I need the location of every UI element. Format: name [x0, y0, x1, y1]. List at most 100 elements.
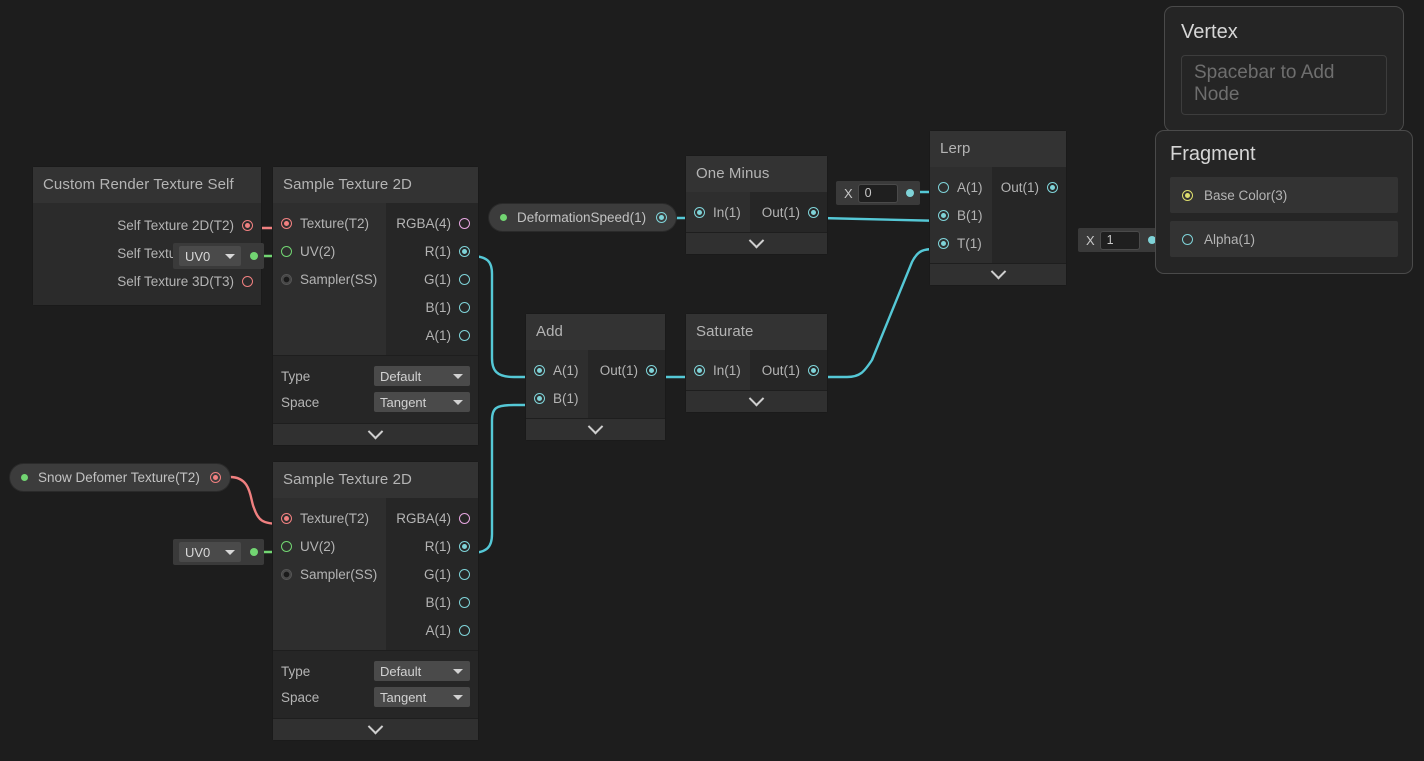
- port-a[interactable]: A(1): [386, 321, 478, 349]
- slot-icon[interactable]: [459, 301, 470, 313]
- slot-icon[interactable]: [281, 540, 292, 552]
- port-in[interactable]: In(1): [686, 198, 750, 226]
- port-self-texture-3d[interactable]: Self Texture 3D(T3): [33, 267, 261, 295]
- slot-icon[interactable]: [242, 275, 253, 287]
- port-texture[interactable]: Texture(T2): [273, 209, 386, 237]
- space-dropdown[interactable]: Tangent: [374, 392, 470, 412]
- slot-icon[interactable]: [281, 245, 292, 257]
- slot-icon[interactable]: [281, 512, 292, 524]
- setting-space[interactable]: Space Tangent: [281, 684, 470, 710]
- uv-dropdown[interactable]: UV0: [179, 246, 241, 266]
- slot-icon[interactable]: [938, 181, 949, 193]
- block-alpha[interactable]: Alpha(1): [1170, 221, 1398, 257]
- slot-icon[interactable]: [656, 212, 668, 223]
- node-sample-texture-2d-bottom[interactable]: Sample Texture 2D Texture(T2) UV(2) Samp…: [273, 462, 478, 740]
- port-texture[interactable]: Texture(T2): [273, 504, 386, 532]
- port-b[interactable]: B(1): [386, 588, 478, 616]
- slot-icon[interactable]: [694, 206, 705, 218]
- slot-icon[interactable]: [808, 206, 819, 218]
- slot-icon[interactable]: [459, 624, 470, 636]
- port-rgba[interactable]: RGBA(4): [386, 209, 478, 237]
- property-deformation-speed[interactable]: DeformationSpeed(1): [489, 204, 677, 231]
- collapse-toggle[interactable]: [686, 232, 827, 254]
- port-uv[interactable]: UV(2): [273, 237, 386, 265]
- port-self-texture-2d[interactable]: Self Texture 2D(T2): [33, 211, 261, 239]
- slot-icon[interactable]: [459, 540, 470, 552]
- slot-icon[interactable]: [808, 364, 819, 376]
- port-a[interactable]: A(1): [930, 173, 992, 201]
- float-value-field[interactable]: 1: [1099, 230, 1140, 250]
- slot-icon[interactable]: [209, 472, 221, 483]
- float-value-field[interactable]: 0: [857, 183, 898, 203]
- node-lerp[interactable]: Lerp A(1) B(1) T(1) Out(1): [930, 131, 1066, 285]
- node-one-minus[interactable]: One Minus In(1) Out(1): [686, 156, 827, 254]
- port-sampler[interactable]: Sampler(SS): [273, 265, 386, 293]
- node-saturate[interactable]: Saturate In(1) Out(1): [686, 314, 827, 412]
- node-add[interactable]: Add A(1) B(1) Out(1): [526, 314, 665, 440]
- collapse-toggle[interactable]: [273, 423, 478, 445]
- float-output-dot[interactable]: [906, 189, 914, 197]
- port-rgba[interactable]: RGBA(4): [386, 504, 478, 532]
- slot-icon[interactable]: [1182, 233, 1193, 245]
- slot-icon[interactable]: [938, 209, 949, 221]
- slot-icon[interactable]: [459, 217, 470, 229]
- slot-icon[interactable]: [459, 273, 470, 285]
- slot-icon[interactable]: [694, 364, 705, 376]
- port-out[interactable]: Out(1): [588, 356, 665, 384]
- slot-icon[interactable]: [534, 392, 545, 404]
- port-r[interactable]: R(1): [386, 532, 478, 560]
- float-output-dot[interactable]: [1148, 236, 1156, 244]
- block-base-color[interactable]: Base Color(3): [1170, 177, 1398, 213]
- node-sample-texture-2d-top[interactable]: Sample Texture 2D Texture(T2) UV(2) Samp…: [273, 167, 478, 445]
- master-stack-vertex[interactable]: Vertex Spacebar to Add Node: [1164, 6, 1404, 132]
- port-in[interactable]: In(1): [686, 356, 750, 384]
- collapse-toggle[interactable]: [273, 718, 478, 740]
- slot-icon[interactable]: [459, 245, 470, 257]
- add-node-hint[interactable]: Spacebar to Add Node: [1181, 55, 1387, 115]
- port-g[interactable]: G(1): [386, 265, 478, 293]
- uv-channel-widget-bottom[interactable]: UV0: [173, 539, 264, 565]
- uv-dropdown[interactable]: UV0: [179, 542, 241, 562]
- slot-icon[interactable]: [534, 364, 545, 376]
- slot-icon[interactable]: [281, 273, 292, 285]
- port-b[interactable]: B(1): [386, 293, 478, 321]
- type-dropdown[interactable]: Default: [374, 661, 470, 681]
- collapse-toggle[interactable]: [526, 418, 665, 440]
- port-uv[interactable]: UV(2): [273, 532, 386, 560]
- port-b[interactable]: B(1): [930, 201, 992, 229]
- type-dropdown[interactable]: Default: [374, 366, 470, 386]
- port-out[interactable]: Out(1): [750, 198, 827, 226]
- uv-output-dot[interactable]: [250, 548, 258, 556]
- slot-icon[interactable]: [281, 217, 292, 229]
- collapse-toggle[interactable]: [686, 390, 827, 412]
- master-stack-fragment[interactable]: Fragment Base Color(3) Alpha(1): [1155, 130, 1413, 274]
- port-g[interactable]: G(1): [386, 560, 478, 588]
- slot-icon[interactable]: [938, 237, 949, 249]
- port-out[interactable]: Out(1): [750, 356, 827, 384]
- float-input-alpha[interactable]: X 1: [1078, 228, 1162, 252]
- port-b[interactable]: B(1): [526, 384, 588, 412]
- slot-icon[interactable]: [459, 512, 470, 524]
- port-out[interactable]: Out(1): [992, 173, 1066, 201]
- uv-channel-widget-top[interactable]: UV0: [173, 243, 264, 269]
- setting-space[interactable]: Space Tangent: [281, 389, 470, 415]
- space-dropdown[interactable]: Tangent: [374, 687, 470, 707]
- float-input-lerp-a[interactable]: X 0: [836, 181, 920, 205]
- port-a[interactable]: A(1): [526, 356, 588, 384]
- collapse-toggle[interactable]: [930, 263, 1066, 285]
- port-sampler[interactable]: Sampler(SS): [273, 560, 386, 588]
- uv-output-dot[interactable]: [250, 252, 258, 260]
- slot-icon[interactable]: [459, 329, 470, 341]
- slot-icon[interactable]: [281, 568, 292, 580]
- setting-type[interactable]: Type Default: [281, 363, 470, 389]
- port-r[interactable]: R(1): [386, 237, 478, 265]
- slot-icon[interactable]: [459, 568, 470, 580]
- property-snow-deformer-texture[interactable]: Snow Defomer Texture(T2): [10, 464, 230, 491]
- setting-type[interactable]: Type Default: [281, 658, 470, 684]
- port-a[interactable]: A(1): [386, 616, 478, 644]
- slot-icon[interactable]: [1047, 181, 1058, 193]
- slot-icon[interactable]: [242, 219, 253, 231]
- port-t[interactable]: T(1): [930, 229, 992, 257]
- node-custom-render-texture-self[interactable]: Custom Render Texture Self Self Texture …: [33, 167, 261, 305]
